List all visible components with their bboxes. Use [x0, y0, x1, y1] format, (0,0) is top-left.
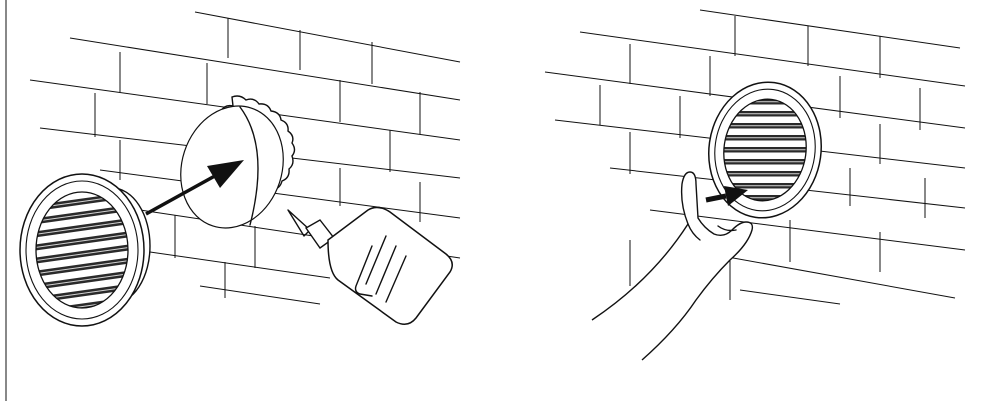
panel-step-2: [545, 10, 965, 360]
vent-grille-left: [20, 174, 150, 326]
panel-step-1: [20, 12, 460, 326]
vent-grille-installed: [700, 75, 830, 225]
glue-bottle: [288, 207, 452, 324]
